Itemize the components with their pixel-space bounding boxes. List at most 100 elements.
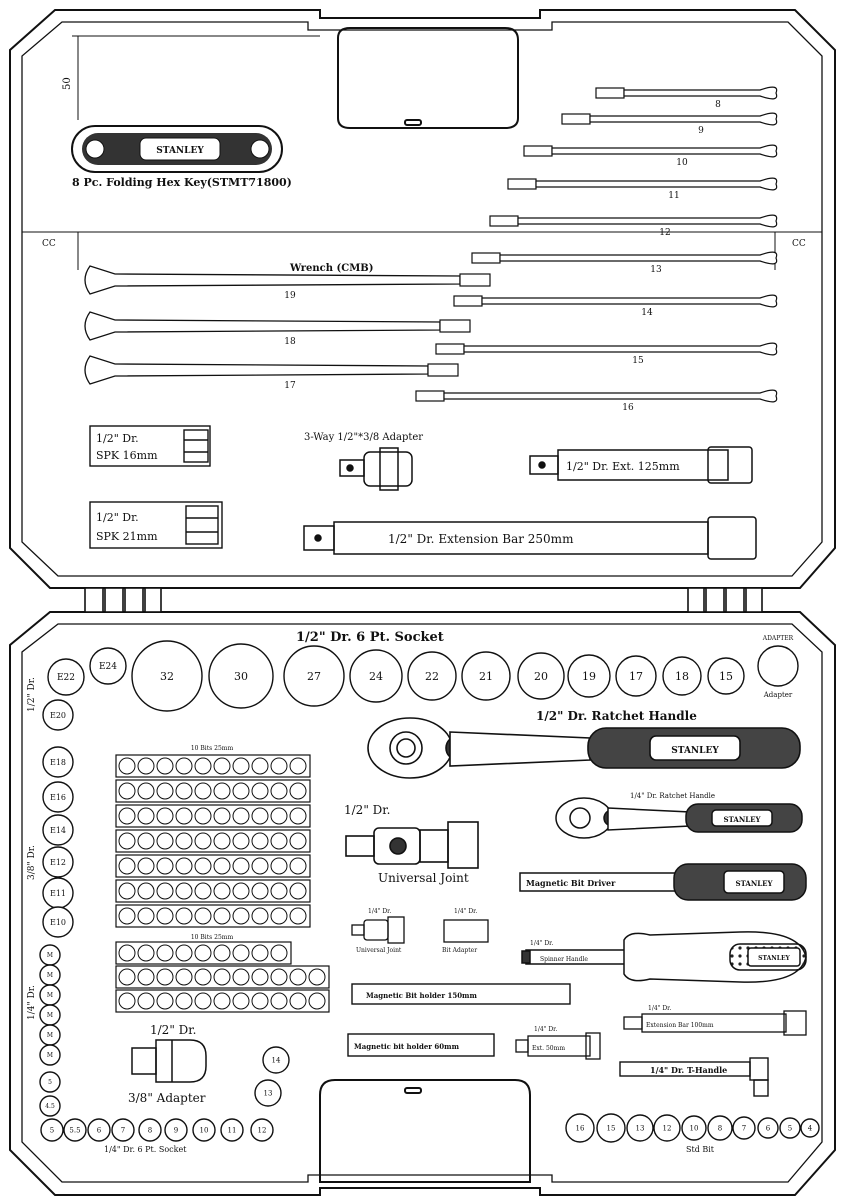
bit-slot: [137, 907, 155, 925]
quarter-bottom-socket-5.5-socket: [63, 1118, 87, 1142]
std-bit-caption: Std Bit: [686, 1145, 715, 1154]
bit-slot: [194, 832, 212, 850]
quarter-bottom-socket-6-socket: [87, 1118, 111, 1142]
bit-slot: [232, 944, 250, 962]
bit-slot: [137, 944, 155, 962]
wrench-15: [435, 342, 778, 356]
e-socket-E20-socket: [42, 699, 74, 731]
half-socket-22-socket: [407, 651, 457, 701]
half-socket-17-label: 17: [629, 670, 643, 683]
std-bit-10-label: 10: [690, 1124, 699, 1132]
side-label-half: 1/2" Dr.: [27, 677, 37, 712]
bit-slot: [118, 944, 136, 962]
wrench-size-9: 9: [698, 126, 704, 136]
side-label-quarter: 1/4" Dr.: [27, 985, 37, 1020]
quarter-side-socket-1-label: M: [47, 972, 53, 979]
wrench-size-16: 16: [622, 403, 634, 413]
wrench-11: [507, 177, 778, 191]
three-way-adapter: [339, 447, 413, 491]
half-socket-21-socket: [461, 651, 511, 701]
spinner-handle: [521, 931, 807, 983]
wrench-size-19: 19: [284, 291, 296, 301]
bit-slot: [289, 992, 307, 1010]
half-socket-17-socket: [615, 655, 657, 697]
bit-slot: [137, 832, 155, 850]
quarter-bottom-socket-8-label: 8: [148, 1126, 152, 1134]
bit-slot: [232, 882, 250, 900]
bit-slot: [175, 907, 193, 925]
bit-slot: [289, 757, 307, 775]
bit-slot: [289, 782, 307, 800]
spinner-brand: STANLEY: [758, 955, 790, 962]
quarter-extra-socket-13-socket: [254, 1079, 282, 1107]
bit-slot: [118, 832, 136, 850]
std-bit-16-label: 16: [576, 1124, 585, 1132]
bit-slot: [194, 807, 212, 825]
quarter-bottom-socket-5.5-label: 5.5: [69, 1126, 80, 1134]
hinge-left: [84, 587, 162, 613]
bit-slot: [289, 807, 307, 825]
quarter-bottom-socket-11-socket: [220, 1118, 244, 1142]
e-socket-E12-socket: [42, 846, 74, 878]
bit-slot: [232, 857, 250, 875]
adapter-circle-bottom: Adapter: [763, 691, 793, 699]
e-socket-E14-label: E14: [50, 826, 66, 835]
hex-key-brand: STANLEY: [156, 146, 204, 156]
std-bit-8-socket: [707, 1115, 733, 1141]
std-bit-7-socket: [732, 1116, 756, 1140]
side-label-three-eighths: 3/8" Dr.: [27, 845, 37, 880]
bit-slot: [156, 782, 174, 800]
e-socket-E14-socket: [42, 814, 74, 846]
bit-row-1-5: [115, 879, 311, 903]
quarter-bottom-socket-8-socket: [138, 1118, 162, 1142]
std-bit-5-socket: [779, 1117, 801, 1139]
half-socket-24-socket: [349, 649, 403, 703]
std-bit-12-label: 12: [663, 1124, 672, 1132]
quarter-side-socket-3-label: M: [47, 1012, 53, 1019]
bit-slot: [232, 782, 250, 800]
bit-slot: [251, 832, 269, 850]
wrench-17: [84, 355, 459, 385]
bit-row-1-3: [115, 829, 311, 853]
quarter-bottom-socket-9-label: 9: [174, 1126, 178, 1134]
case-lid-outline: [9, 9, 836, 589]
bit-slot: [194, 992, 212, 1010]
magnetic-driver-label: Magnetic Bit Driver: [526, 878, 616, 888]
quarter-bottom-socket-10-label: 10: [200, 1126, 209, 1134]
bit-slot: [194, 907, 212, 925]
quarter-side-socket-7-socket: [39, 1095, 61, 1117]
small-ext-line2: Ext. 50mm: [532, 1045, 565, 1052]
dimension-indicator: [72, 35, 320, 120]
quarter-ext-50mm: [515, 1032, 601, 1060]
wrench-16: [415, 389, 778, 403]
bit-slot: [213, 968, 231, 986]
bit-slot: [137, 857, 155, 875]
quarter-side-socket-2-label: M: [47, 992, 53, 999]
quarter-bottom-socket-7-socket: [111, 1118, 135, 1142]
std-bit-4-socket: [800, 1118, 820, 1138]
bit-slot: [156, 757, 174, 775]
e-socket-E16-socket: [42, 781, 74, 813]
spk-21mm-line2: SPK 21mm: [96, 530, 158, 543]
extension-250mm: [303, 516, 757, 560]
half-universal-joint: [345, 821, 479, 869]
bit-slot: [213, 992, 231, 1010]
bit-row-2-2: [115, 989, 330, 1013]
quarter-ratchet-brand: STANLEY: [724, 815, 762, 824]
bit-slot: [137, 992, 155, 1010]
bit-slot: [118, 807, 136, 825]
bit-slot: [175, 944, 193, 962]
bit-slot: [213, 782, 231, 800]
quarter-uj-line1: 1/4" Dr.: [368, 908, 391, 915]
bit-slot: [137, 882, 155, 900]
case-tray-outline: [9, 611, 836, 1196]
bit-row-1-0: [115, 754, 311, 778]
bit-slot: [289, 832, 307, 850]
bit-slot: [251, 782, 269, 800]
bit-slot: [175, 807, 193, 825]
e-socket-E18-socket: [42, 746, 74, 778]
bit-row-1-2: [115, 804, 311, 828]
bits-row2-caption: 10 Bits 25mm: [191, 934, 234, 941]
